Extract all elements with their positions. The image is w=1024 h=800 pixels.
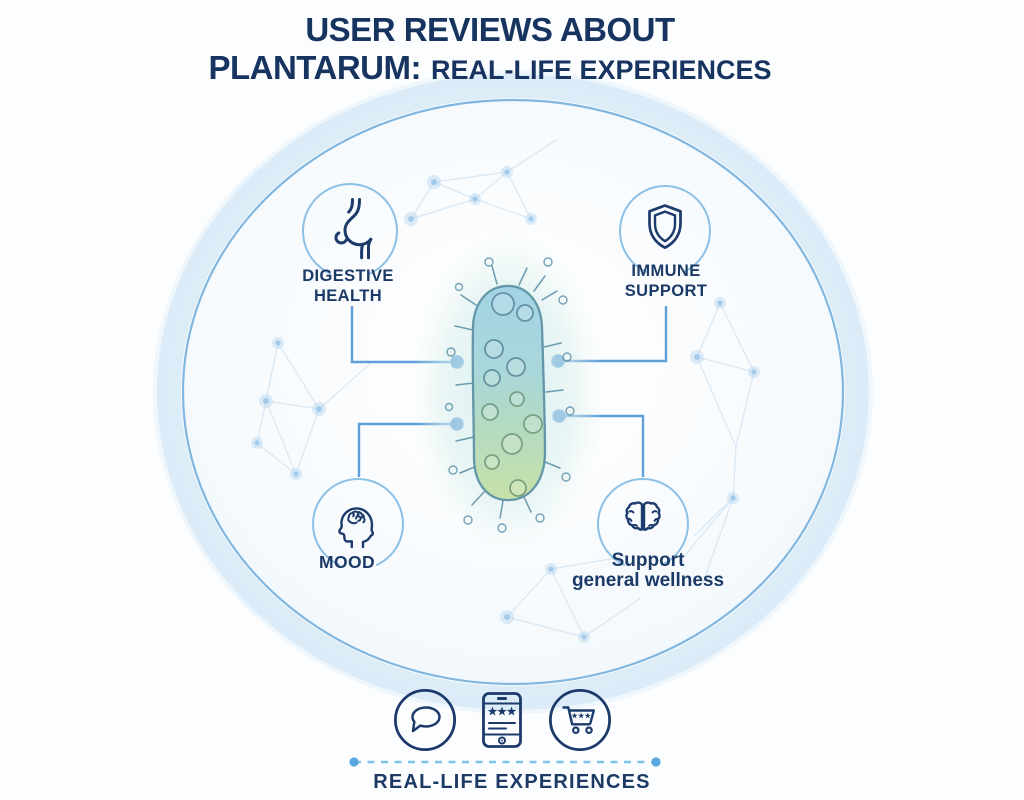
- feature-label-immune-line1: IMMUNE: [631, 262, 701, 280]
- footer-caption: REAL-LIFE EXPERIENCES: [373, 771, 651, 793]
- title-line1: USER REVIEWS ABOUT: [305, 11, 675, 48]
- feature-label-immune: IMMUNE SUPPORT: [566, 262, 766, 304]
- brain-icon: [625, 501, 661, 531]
- phone-reviews-icon: [482, 692, 522, 748]
- head-brain-icon: [338, 507, 375, 549]
- speech-bubble-icon: [393, 688, 457, 752]
- shopping-cart-icon: [548, 688, 612, 752]
- network-nodes-decor: [251, 166, 760, 643]
- feature-label-wellness-line1: Support: [611, 550, 685, 571]
- feature-label-wellness: Support general wellness: [538, 551, 758, 591]
- feature-label-digestive: DIGESTIVE HEALTH: [248, 267, 448, 309]
- feature-label-digestive-line2: HEALTH: [313, 287, 383, 306]
- dashed-divider: [349, 757, 661, 767]
- title-subtitle: REAL-LIFE EXPERIENCES: [430, 55, 772, 86]
- stomach-icon: [334, 198, 373, 260]
- feature-label-mood: MOOD: [247, 553, 447, 575]
- shield-icon: [648, 204, 682, 250]
- feature-label-mood-line1: MOOD: [318, 552, 376, 572]
- page-title: USER REVIEWS ABOUT PLANTARUM: REAL-LIFE E…: [0, 11, 980, 87]
- network-mesh-decor: [256, 139, 756, 638]
- feature-label-wellness-line2: general wellness: [571, 569, 725, 591]
- plantarum-bacterium-illustration: [413, 233, 603, 553]
- title-brand: PLANTARUM:: [208, 49, 421, 87]
- title-line2: PLANTARUM: REAL-LIFE EXPERIENCES: [0, 49, 980, 87]
- feature-label-digestive-line1: DIGESTIVE: [302, 267, 394, 285]
- feature-rings: [302, 183, 711, 566]
- feature-label-immune-line2: SUPPORT: [624, 282, 708, 301]
